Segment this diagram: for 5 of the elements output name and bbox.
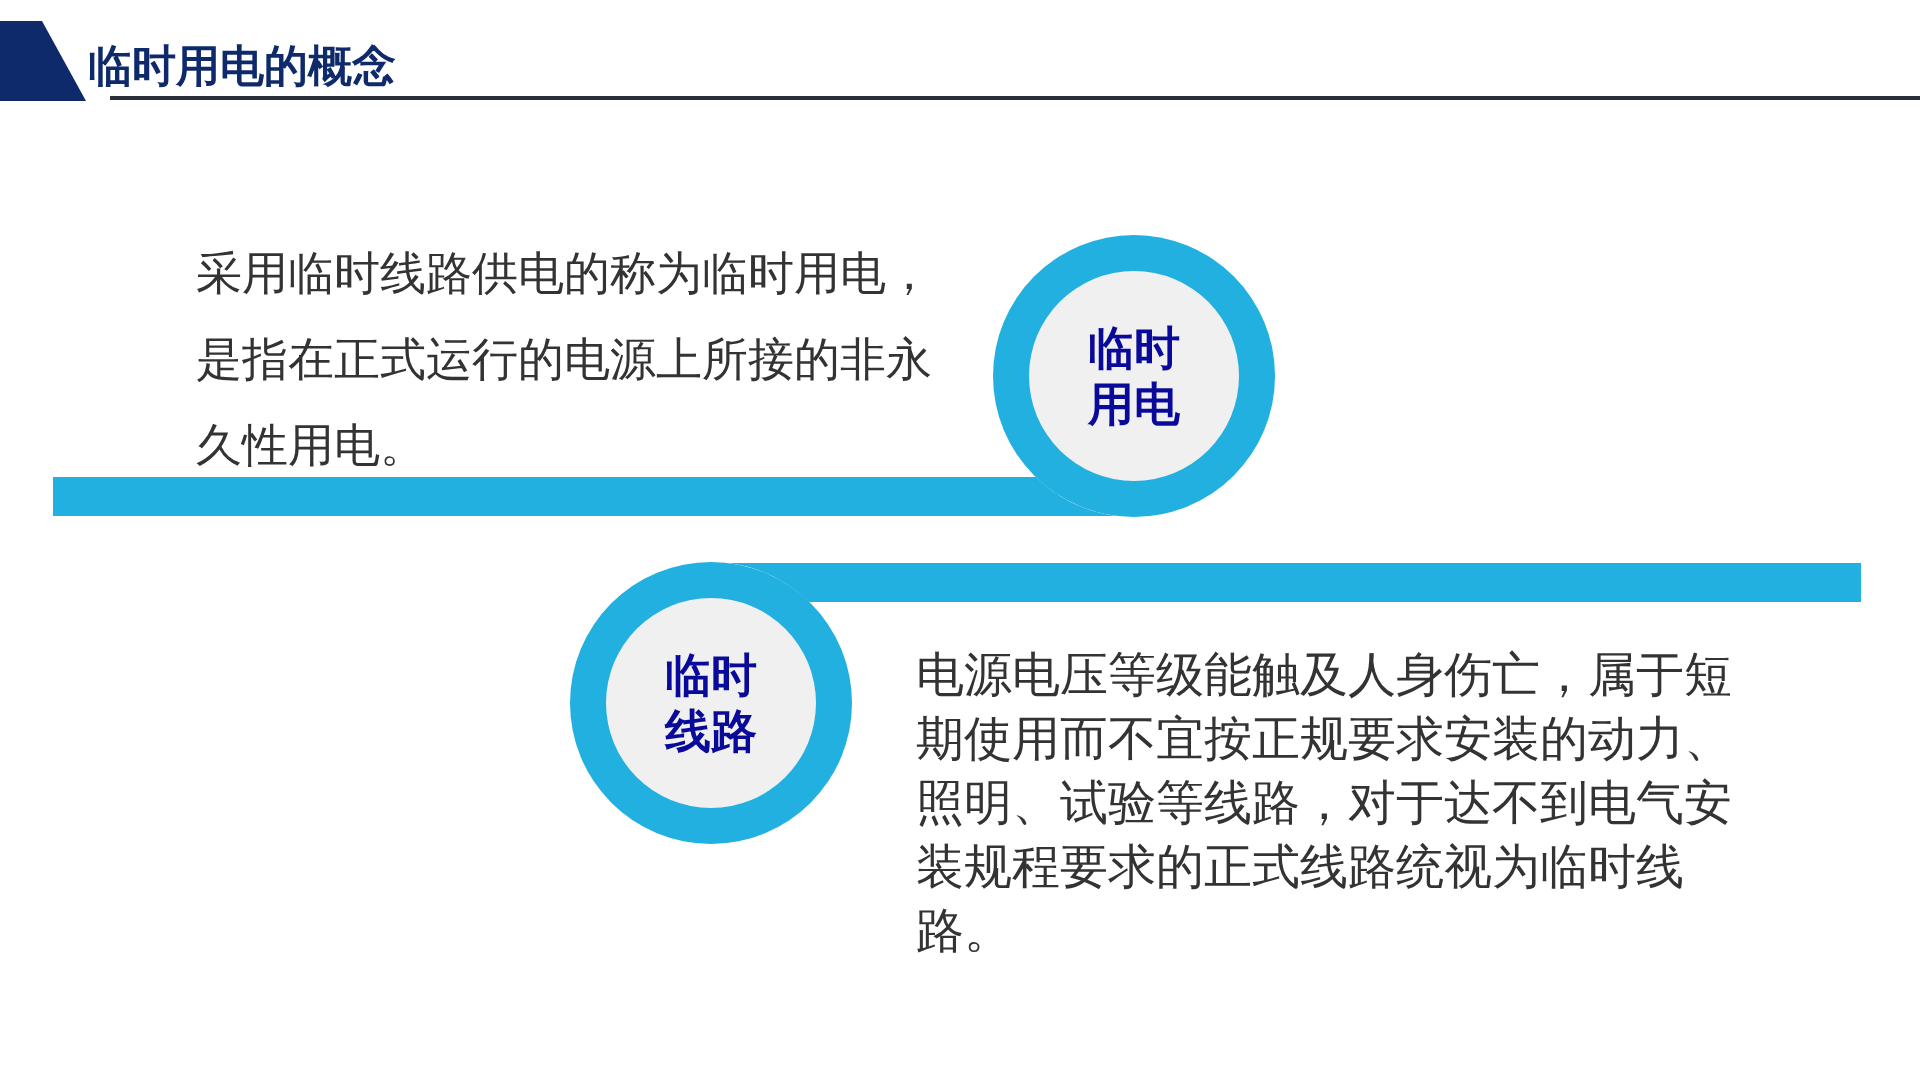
title: 临时用电的概念: [88, 39, 396, 93]
circle-label: 临时线路: [663, 647, 758, 759]
circle-label: 临时用电: [1087, 320, 1181, 432]
description-paragraph: 电源电压等级能触及人身伤亡，属于短期使用而不宜按正规要求安装的动力、照明、试验等线路，对于达不到电气安装规程要求的正式线路统视为临时线路。: [916, 645, 1733, 960]
description-paragraph: 采用临时线路供电的称为临时用电，是指在正式运行的电源上所接的非永久性用电。: [196, 245, 933, 474]
